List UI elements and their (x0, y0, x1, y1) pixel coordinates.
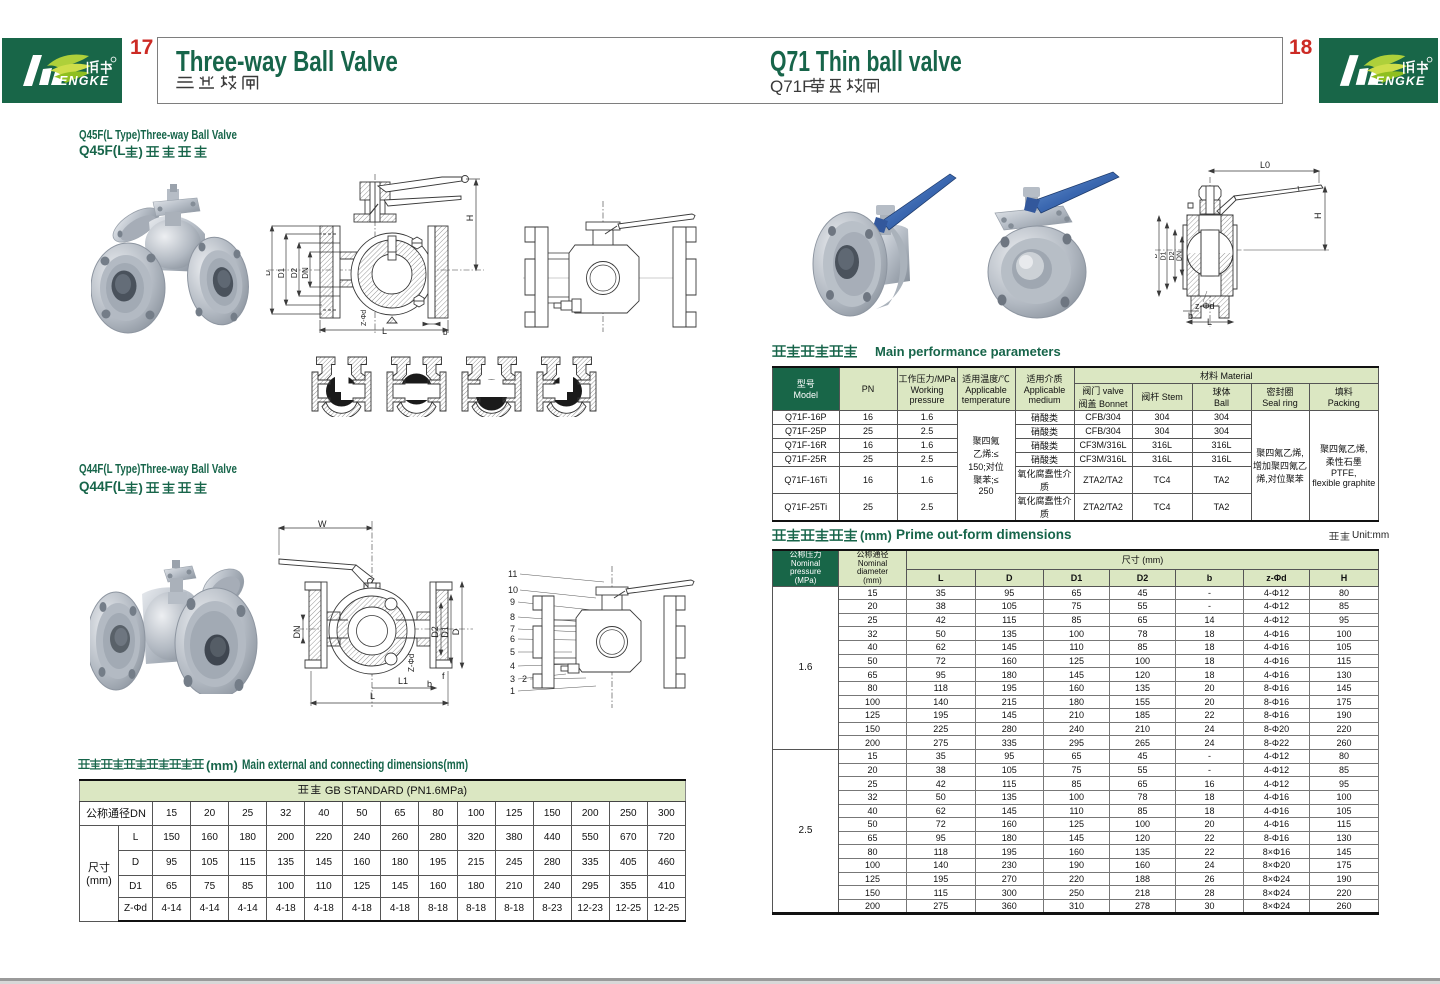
svg-text:2: 2 (522, 674, 527, 684)
svg-text:10: 10 (508, 585, 518, 595)
svg-text:): ) (139, 145, 143, 159)
svg-text:11: 11 (508, 569, 517, 579)
svg-text:b: b (427, 679, 432, 689)
svg-text:D2: D2 (290, 267, 299, 278)
svg-text:W: W (318, 519, 327, 529)
svg-text:D: D (1155, 253, 1159, 258)
svg-text:L: L (382, 326, 387, 336)
svg-text:): ) (139, 481, 143, 495)
svg-text:H: H (1313, 213, 1323, 220)
svg-text:7: 7 (510, 624, 515, 634)
svg-text:D: D (451, 628, 461, 635)
svg-text:D1: D1 (440, 626, 450, 638)
svg-text:D1: D1 (1161, 251, 1168, 260)
svg-text:L: L (370, 691, 375, 701)
svg-text:Z-Φd: Z-Φd (361, 310, 368, 326)
svg-text:H: H (465, 215, 475, 222)
svg-text:b: b (443, 328, 448, 337)
svg-text:5: 5 (510, 647, 515, 657)
svg-text:f: f (442, 671, 445, 681)
svg-text:6: 6 (510, 634, 515, 644)
svg-text:8: 8 (510, 612, 515, 622)
svg-text:b: b (1188, 311, 1193, 321)
svg-text:1: 1 (510, 686, 515, 696)
svg-text:4: 4 (510, 661, 515, 671)
svg-text:DN: DN (292, 626, 302, 639)
svg-text:D: D (266, 270, 272, 276)
svg-text:ENGKE: ENGKE (59, 74, 109, 88)
svg-text:L0: L0 (1260, 160, 1270, 170)
svg-text:D2: D2 (430, 626, 440, 638)
svg-text:Z-Φd: Z-Φd (407, 654, 416, 672)
svg-text:D2: D2 (1169, 251, 1176, 260)
svg-text:L1: L1 (398, 676, 408, 686)
svg-text:9: 9 (510, 597, 515, 607)
svg-text:DN: DN (301, 267, 310, 279)
svg-text:3: 3 (510, 674, 515, 684)
svg-text:z-Φd: z-Φd (1195, 301, 1215, 311)
svg-text:DN: DN (1177, 251, 1184, 261)
svg-text:D1: D1 (277, 267, 286, 278)
